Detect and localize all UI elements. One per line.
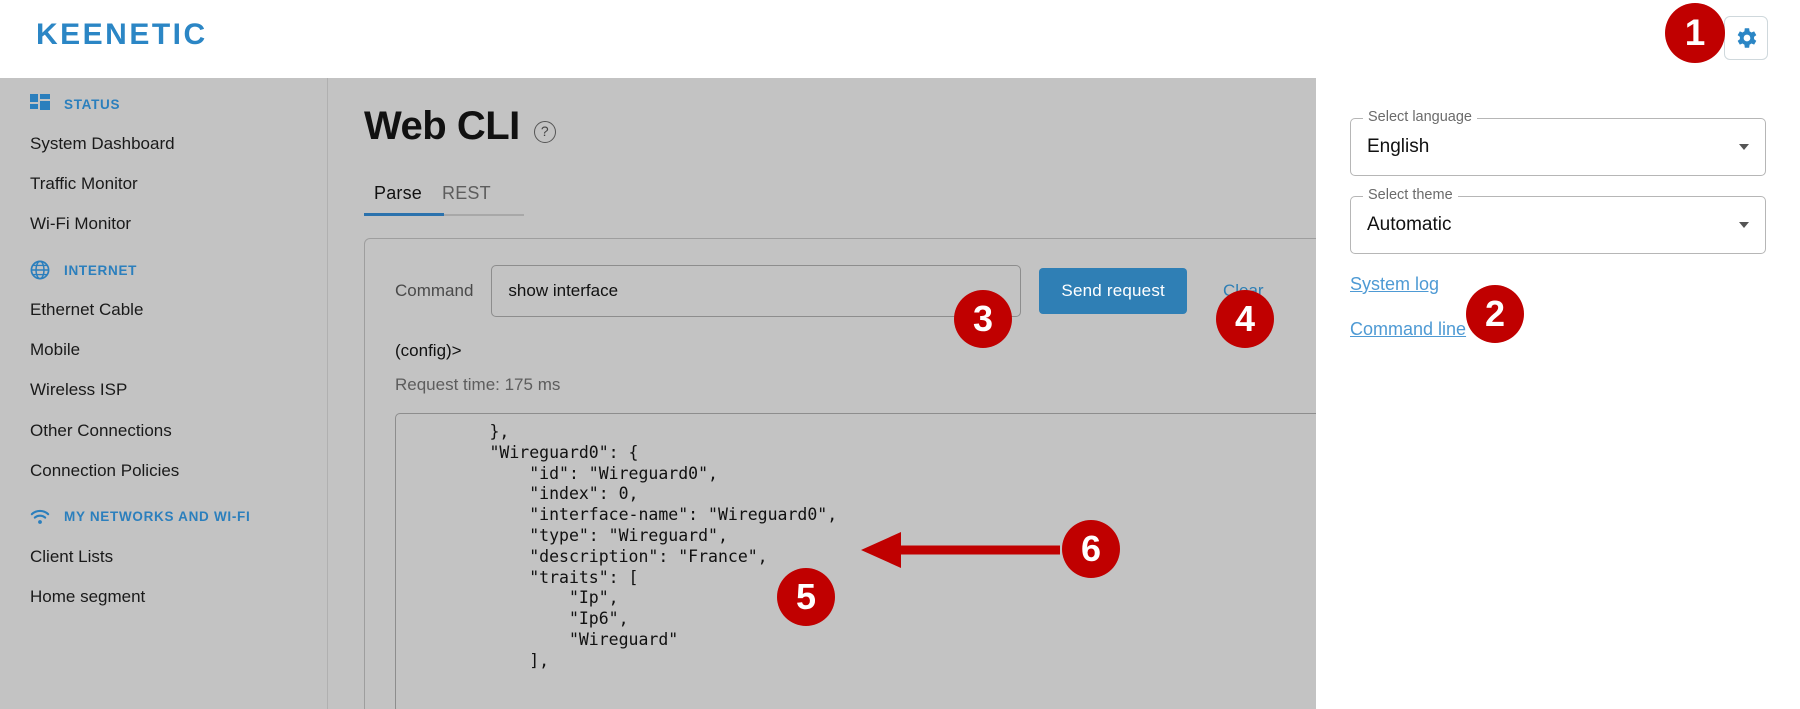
top-header-bar: KEENETIC bbox=[0, 0, 1316, 78]
select-language-value: English bbox=[1367, 136, 1430, 157]
sidebar-item-other-connections[interactable]: Other Connections bbox=[30, 420, 172, 440]
tab-bar[interactable]: Parse REST bbox=[364, 177, 524, 216]
sidebar-group-label: STATUS bbox=[64, 96, 121, 112]
select-theme-value: Automatic bbox=[1367, 214, 1452, 235]
globe-icon bbox=[30, 260, 50, 280]
sidebar-item-home-segment[interactable]: Home segment bbox=[30, 586, 146, 606]
select-theme-legend: Select theme bbox=[1363, 187, 1458, 203]
select-language[interactable]: Select language English bbox=[1350, 109, 1766, 176]
sidebar-item-wireless-isp[interactable]: Wireless ISP bbox=[30, 380, 128, 400]
annotation-badge-6: 6 bbox=[1062, 520, 1120, 578]
tab-parse[interactable]: Parse bbox=[374, 183, 423, 203]
chevron-down-icon bbox=[1739, 222, 1749, 228]
sidebar-item-client-lists[interactable]: Client Lists bbox=[30, 546, 114, 566]
select-theme[interactable]: Select theme Automatic bbox=[1350, 187, 1766, 254]
select-language-legend: Select language bbox=[1363, 109, 1477, 125]
send-request-button[interactable]: Send request bbox=[1039, 268, 1187, 314]
annotation-badge-1: 1 bbox=[1665, 3, 1725, 63]
page-title-row: Web CLI ? bbox=[328, 78, 1316, 149]
sidebar-group-status: STATUS bbox=[0, 78, 327, 124]
annotation-badge-4: 4 bbox=[1216, 290, 1274, 348]
cli-prompt: (config)> bbox=[395, 341, 462, 360]
cli-output-text: }, "Wireguard0": { "id": "Wireguard0", "… bbox=[489, 422, 838, 670]
sidebar-item-system-dashboard[interactable]: System Dashboard bbox=[30, 134, 175, 153]
sidebar-group-label: INTERNET bbox=[64, 262, 138, 278]
sidebar-group-label: MY NETWORKS AND WI-FI bbox=[64, 509, 251, 525]
annotation-badge-3: 3 bbox=[954, 290, 1012, 348]
web-cli-card: Command Send request Clear (config)> Req… bbox=[364, 238, 1316, 709]
sidebar-item-connection-policies[interactable]: Connection Policies bbox=[30, 460, 180, 480]
help-circle-icon[interactable]: ? bbox=[533, 120, 556, 143]
settings-panel: Select language English Select theme Aut… bbox=[1316, 0, 1800, 709]
command-line-link[interactable]: Command line bbox=[1350, 319, 1467, 339]
command-label: Command bbox=[395, 281, 474, 300]
wifi-icon bbox=[30, 507, 50, 527]
annotation-badge-2: 2 bbox=[1466, 285, 1524, 343]
annotation-badge-5: 5 bbox=[777, 568, 835, 626]
sidebar-item-traffic-monitor[interactable]: Traffic Monitor bbox=[30, 174, 138, 194]
main-content: Web CLI ? Parse REST Command Send reques… bbox=[328, 78, 1316, 709]
leftward-arrow bbox=[861, 532, 1060, 568]
command-input[interactable] bbox=[491, 265, 1022, 317]
keenetic-logo: KEENETIC bbox=[36, 18, 208, 51]
cli-output-area[interactable]: }, "Wireguard0": { "id": "Wireguard0", "… bbox=[395, 413, 1316, 709]
dashboard-grid-icon bbox=[30, 94, 50, 114]
system-log-link[interactable]: System log bbox=[1350, 274, 1440, 294]
active-tab-indicator bbox=[364, 213, 444, 216]
tab-rest[interactable]: REST bbox=[442, 183, 491, 203]
sidebar-item-wifi-monitor[interactable]: Wi-Fi Monitor bbox=[30, 214, 132, 234]
sidebar-nav[interactable]: STATUS System Dashboard Traffic Monitor … bbox=[0, 78, 328, 709]
page-title: Web CLI bbox=[364, 104, 520, 148]
sidebar-item-mobile[interactable]: Mobile bbox=[30, 340, 81, 360]
sidebar-item-ethernet-cable[interactable]: Ethernet Cable bbox=[30, 300, 144, 320]
request-time-label: Request time: 175 ms bbox=[395, 375, 561, 394]
command-row: Command Send request Clear bbox=[365, 265, 1316, 317]
sidebar-group-internet: INTERNET bbox=[0, 244, 327, 290]
sidebar-group-my-networks: MY NETWORKS AND WI-FI bbox=[0, 491, 327, 537]
gear-icon[interactable] bbox=[1724, 16, 1768, 60]
chevron-down-icon bbox=[1739, 144, 1749, 150]
